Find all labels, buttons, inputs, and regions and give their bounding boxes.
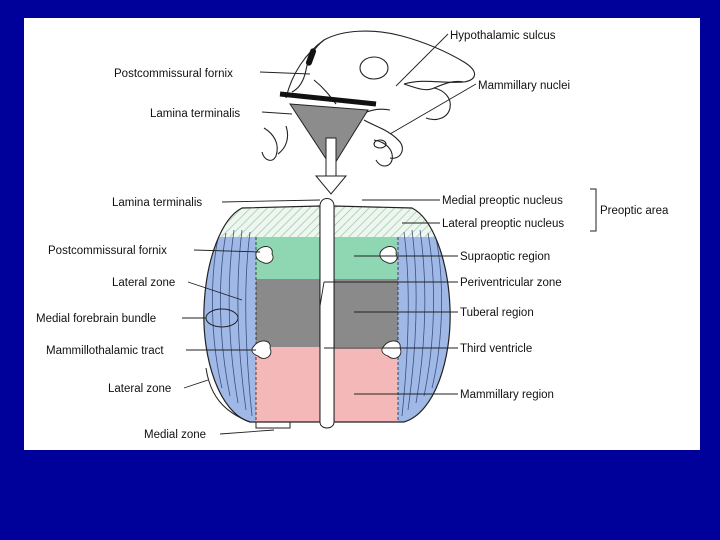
right-tuberal-region [334,279,398,347]
label-hypothalamic-sulcus: Hypothalamic sulcus [450,30,556,42]
label-lamina-terminalis: Lamina terminalis [112,197,202,209]
down-arrow [314,137,348,195]
third-ventricle-shape [319,198,335,429]
labels: Hypothalamic sulcus Postcommissural forn… [36,30,669,441]
label-mammillothalamic-tract: Mammillothalamic tract [46,345,164,357]
label-mammillary-region: Mammillary region [460,389,554,401]
label-mammillary-nuclei: Mammillary nuclei [478,80,570,92]
right-mammillary-region [334,347,398,422]
label-medial-forebrain-bundle: Medial forebrain bundle [36,313,156,325]
label-lateral-preoptic-nucleus: Lateral preoptic nucleus [442,218,564,230]
label-medial-zone: Medial zone [144,429,206,441]
label-lateral-zone-lower: Lateral zone [108,383,171,395]
label-lamina-terminalis-top: Lamina terminalis [150,108,240,120]
fornix-dark-mark [305,48,317,66]
left-hemisection [203,205,321,423]
lateral-zone-bracket [205,367,251,423]
hypothalamus-diagram: Hypothalamic sulcus Postcommissural forn… [36,30,669,441]
diagram-panel: Hypothalamic sulcus Postcommissural forn… [24,18,700,450]
leader-lines [182,33,477,435]
label-lateral-zone: Lateral zone [112,277,175,289]
right-hemisection [333,205,451,423]
medial-zone-bracket [255,422,291,429]
label-preoptic-area: Preoptic area [600,205,669,217]
label-third-ventricle: Third ventricle [460,343,532,355]
label-postcommissural-fornix-top: Postcommissural fornix [114,68,233,80]
label-periventricular-zone: Periventricular zone [460,277,562,289]
section-wedge [289,103,369,169]
section-plane-bar [279,91,377,107]
fiber-blobs [251,246,402,359]
label-supraoptic-region: Supraoptic region [460,251,550,263]
left-mammillary-region [256,347,320,422]
sagittal-sketch [261,30,476,167]
preoptic-bracket [590,188,597,232]
label-tuberal-region: Tuberal region [460,307,534,319]
label-medial-preoptic-nucleus: Medial preoptic nucleus [442,195,563,207]
left-tuberal-region [256,279,320,347]
label-postcommissural-fornix: Postcommissural fornix [48,245,167,257]
